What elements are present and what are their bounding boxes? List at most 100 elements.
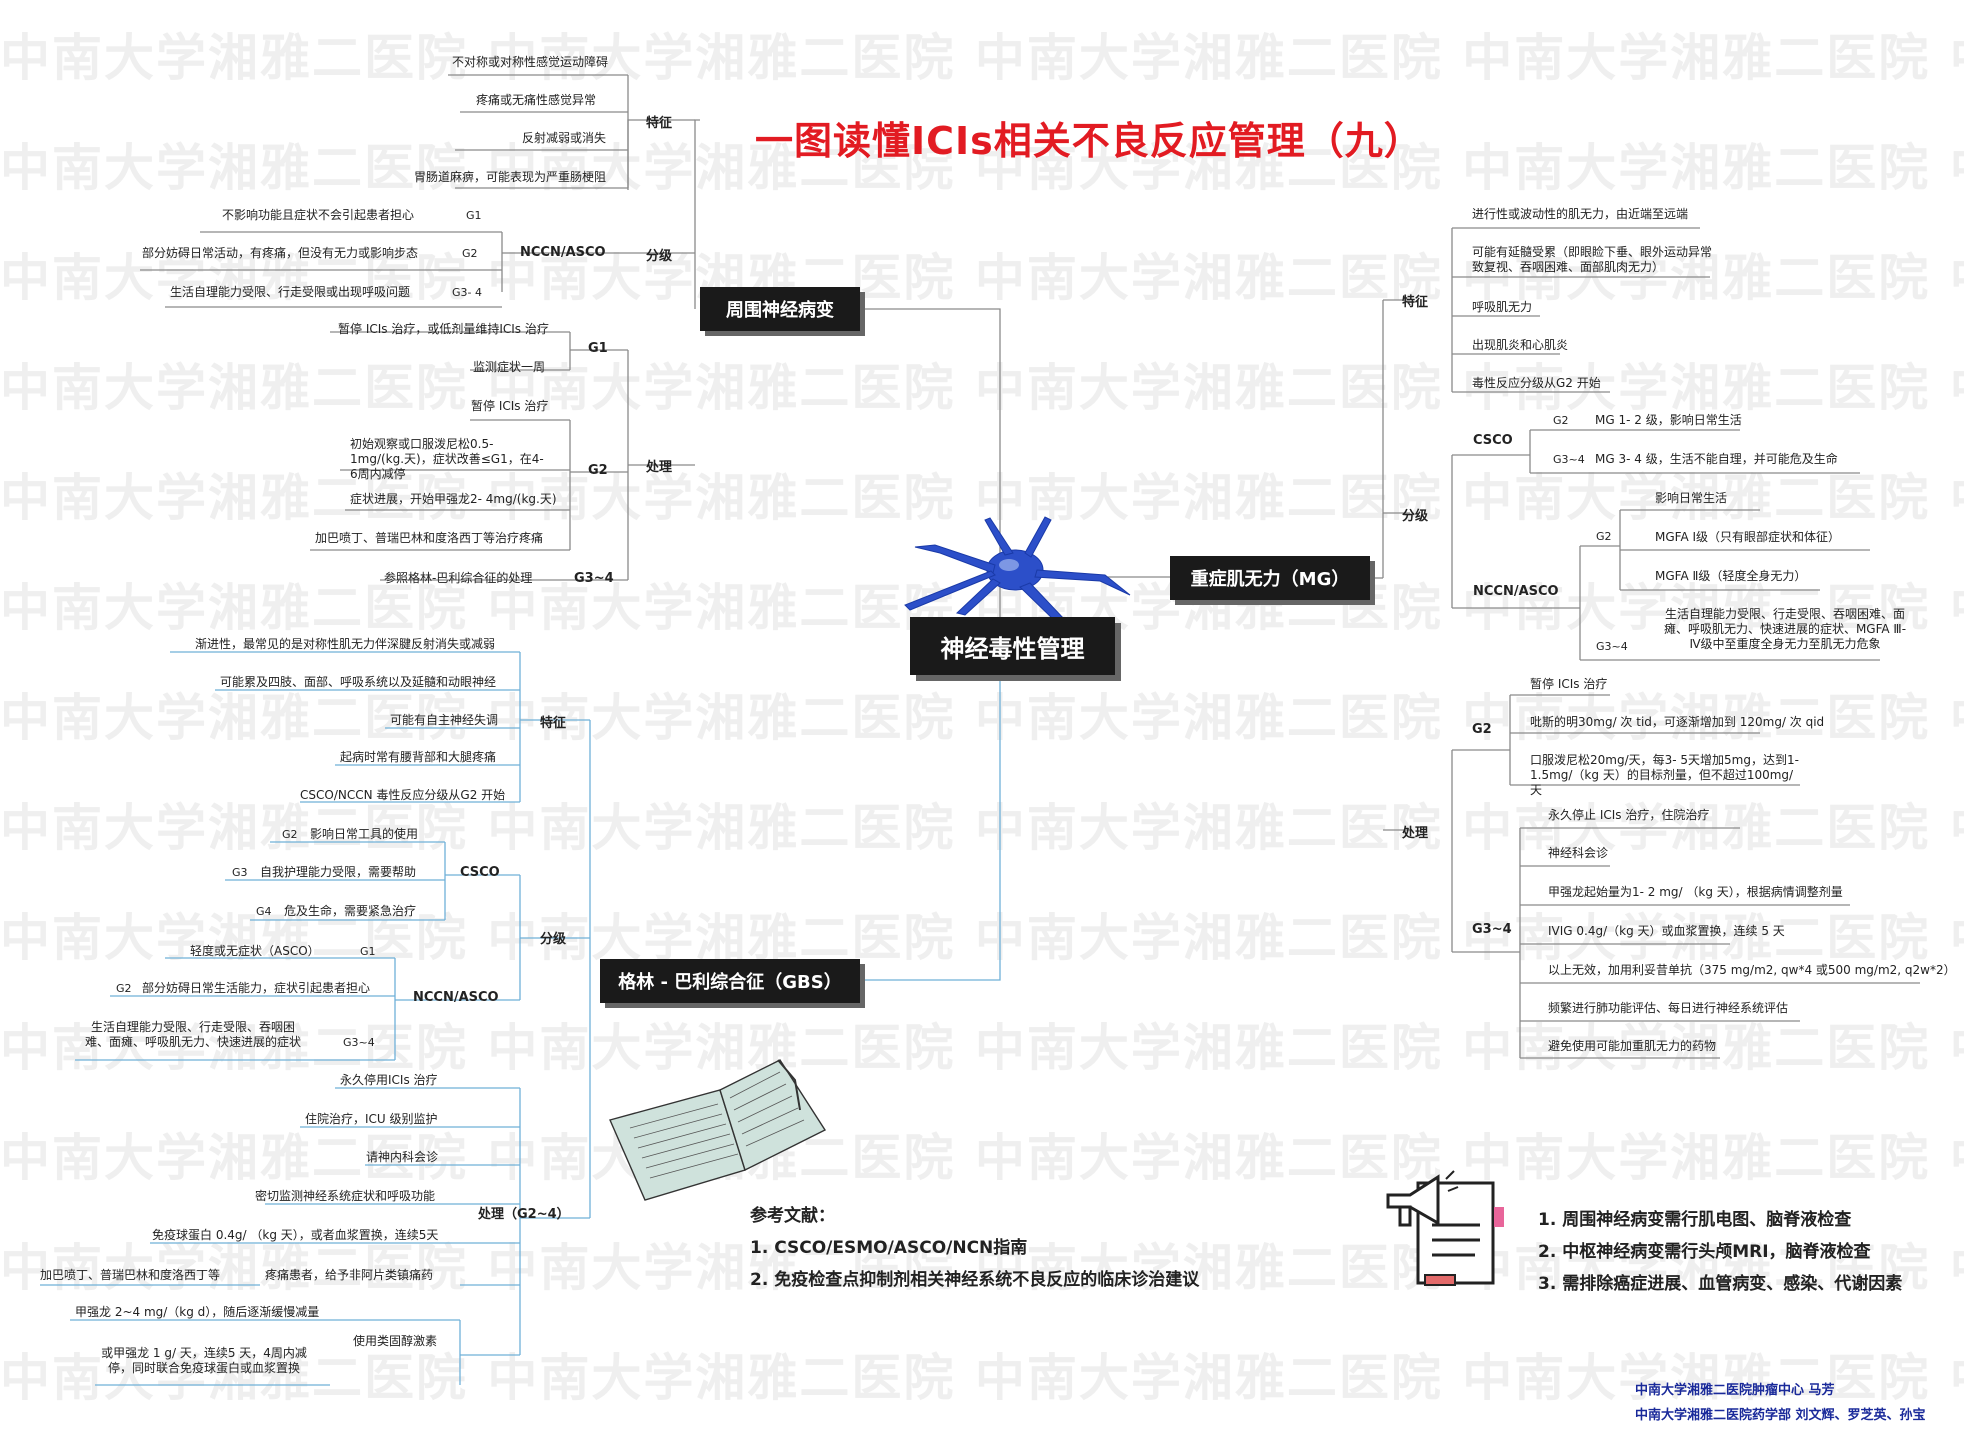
references-heading: 参考文献： xyxy=(750,1206,835,1226)
gbs-steroid-item: 甲强龙 2~4 mg/（kg d），随后逐渐缓慢减量 xyxy=(75,1305,320,1319)
gbs-nccn-tag: NCCN/ASCO xyxy=(413,990,499,1005)
pn-grade-label: G1 xyxy=(466,209,482,222)
pn-treat-item: 暂停 ICIs 治疗，或低剂量维持ICIs 治疗 xyxy=(338,322,549,336)
gbs-csco-text: 影响日常工具的使用 xyxy=(310,827,419,841)
mg-node[interactable]: 重症肌无力（MG） xyxy=(1170,556,1370,600)
gbs-nccn-text: 部分妨碍日常生活能力，症状引起患者担心 xyxy=(142,981,371,995)
pn-treat-item: 症状进展，开始甲强龙2- 4mg/(kg.天) xyxy=(350,492,557,506)
gbs-treat-item: 请神内科会诊 xyxy=(366,1150,439,1164)
mg-nccn-g2: G2 xyxy=(1596,530,1612,543)
mg-treat-item: 避免使用可能加重肌无力的药物 xyxy=(1548,1039,1717,1053)
watermark-row: 中南大学湘雅二医院 中南大学湘雅二医院 中南大学湘雅二医院 中南大学湘雅二医院 … xyxy=(0,909,1964,967)
watermark-row: 中南大学湘雅二医院 中南大学湘雅二医院 中南大学湘雅二医院 中南大学湘雅二医院 … xyxy=(0,29,1964,87)
pn-treat-tag: 处理 xyxy=(646,460,673,475)
gbs-treat-item: 免疫球蛋白 0.4g/ （kg 天），或者血浆置换，连续5天 xyxy=(152,1228,439,1242)
gbs-csco-grade: G2 xyxy=(282,828,298,841)
reference-item: 2. 免疫检查点抑制剂相关神经系统不良反应的临床诊治建议 xyxy=(750,1270,1200,1290)
gbs-grading-tag: 分级 xyxy=(540,932,567,947)
mg-treat-item: 永久停止 ICIs 治疗，住院治疗 xyxy=(1548,808,1710,822)
mg-nccn-item: 影响日常生活 xyxy=(1655,491,1728,505)
gbs-treat-tag: 处理（G2~4） xyxy=(478,1207,570,1222)
mg-feature-item: 呼吸肌无力 xyxy=(1472,300,1533,314)
mg-grading-tag: 分级 xyxy=(1402,509,1429,524)
gbs-nccn-text: 生活自理能力受限、行走受限、吞咽困难、面瘫、呼吸肌无力、快速进展的症状 xyxy=(84,1020,301,1049)
gbs-pain-item: 加巴喷丁、普瑞巴林和度洛西丁等 xyxy=(40,1268,221,1282)
notes-list: 1. 周围神经病变需行肌电图、脑脊液检查 2. 中枢神经病变需行头颅MRI，脑脊… xyxy=(1538,1204,1902,1300)
center-node[interactable]: 神经毒性管理 xyxy=(910,617,1115,675)
watermark-row: 中南大学湘雅二医院 中南大学湘雅二医院 中南大学湘雅二医院 中南大学湘雅二医院 … xyxy=(0,1019,1964,1077)
pn-grade-text: 不影响功能且症状不会引起患者担心 xyxy=(222,208,415,222)
mg-treat-item: 神经科会诊 xyxy=(1548,846,1609,860)
gbs-feature-item: 起病时常有腰背部和大腿疼痛 xyxy=(340,750,497,764)
pn-grade-text: 部分妨碍日常活动，有疼痛，但没有无力或影响步态 xyxy=(142,246,419,260)
watermark-row: 中南大学湘雅二医院 中南大学湘雅二医院 中南大学湘雅二医院 中南大学湘雅二医院 … xyxy=(0,139,1964,197)
mg-csco-grade: G3~4 xyxy=(1553,453,1585,466)
pn-feature-item: 不对称或对称性感觉运动障碍 xyxy=(451,55,608,69)
mg-csco-tag: CSCO xyxy=(1473,433,1513,448)
watermark-row: 中南大学湘雅二医院 中南大学湘雅二医院 中南大学湘雅二医院 中南大学湘雅二医院 … xyxy=(0,689,1964,747)
reference-item: 1. CSCO/ESMO/ASCO/NCN指南 xyxy=(750,1238,1028,1258)
watermark-row: 中南大学湘雅二医院 中南大学湘雅二医院 中南大学湘雅二医院 中南大学湘雅二医院 … xyxy=(0,249,1964,307)
mg-treat-tag: 处理 xyxy=(1402,826,1429,841)
mg-treat-item: 吡斯的明30mg/ 次 tid，可逐渐增加到 120mg/ 次 qid xyxy=(1530,715,1825,729)
mg-feature-item: 毒性反应分级从G2 开始 xyxy=(1472,376,1601,390)
watermark-row: 中南大学湘雅二医院 中南大学湘雅二医院 中南大学湘雅二医院 中南大学湘雅二医院 … xyxy=(0,1349,1964,1407)
mg-nccn-item: MGFA Ⅱ级（轻度全身无力） xyxy=(1655,569,1807,583)
gbs-treat-item: 永久停用ICIs 治疗 xyxy=(340,1073,438,1087)
pn-grade-text: 生活自理能力受限、行走受限或出现呼吸问题 xyxy=(170,285,411,299)
gbs-nccn-grade: G3~4 xyxy=(343,1036,375,1049)
pn-feature-item: 疼痛或无痛性感觉异常 xyxy=(475,93,596,107)
note-item: 2. 中枢神经病变需行头颅MRI，脑脊液检查 xyxy=(1538,1242,1871,1262)
gbs-node[interactable]: 格林 - 巴利综合征（GBS） xyxy=(600,959,860,1003)
mg-treat-item: 口服泼尼松20mg/天，每3- 5天增加5mg，达到1-1.5mg/（kg 天）… xyxy=(1530,753,1799,797)
watermark-row: 中南大学湘雅二医院 中南大学湘雅二医院 中南大学湘雅二医院 中南大学湘雅二医院 … xyxy=(0,1239,1964,1297)
references: 参考文献： 1. CSCO/ESMO/ASCO/NCN指南 2. 免疫检查点抑制… xyxy=(750,1200,1199,1296)
mg-feature-tag: 特征 xyxy=(1402,295,1429,310)
pn-grade-label: G3- 4 xyxy=(452,286,482,299)
pn-grading-tag: 分级 xyxy=(646,249,673,264)
gbs-nccn-text: 轻度或无症状（ASCO） xyxy=(190,944,320,958)
mg-feature-item: 可能有延髓受累（即眼睑下垂、眼外运动异常致复视、吞咽困难、面部肌肉无力） xyxy=(1472,245,1713,274)
watermark-row: 中南大学湘雅二医院 中南大学湘雅二医院 中南大学湘雅二医院 中南大学湘雅二医院 … xyxy=(0,1129,1964,1187)
gbs-csco-tag: CSCO xyxy=(460,865,500,880)
pn-feature-tag: 特征 xyxy=(646,116,673,131)
pn-treat-item: 参照格林-巴利综合征的处理 xyxy=(384,571,533,585)
pn-treat-item: 初始观察或口服泼尼松0.5- 1mg/(kg.天)，症状改善≤G1，在4-6周内… xyxy=(350,437,544,481)
gbs-nccn-grade: G1 xyxy=(360,945,376,958)
megaphone-icon xyxy=(1386,1170,1504,1286)
gbs-feature-item: 可能有自主神经失调 xyxy=(390,713,499,727)
pn-treat-item: 加巴喷丁、普瑞巴林和度洛西丁等治疗疼痛 xyxy=(315,531,544,545)
pn-treat-item: 暂停 ICIs 治疗 xyxy=(471,399,549,413)
mg-treat-item: IVIG 0.4g/（kg 天）或血浆置换，连续 5 天 xyxy=(1548,924,1785,938)
pn-treat-g2: G2 xyxy=(588,463,608,478)
pn-treat-g1: G1 xyxy=(588,341,608,356)
page-title: 一图读懂ICIs相关不良反应管理（九） xyxy=(755,119,1423,163)
pn-grading-sub: NCCN/ASCO xyxy=(520,245,606,260)
pn-feature-item: 反射减弱或消失 xyxy=(521,131,606,145)
gbs-feature-tag: 特征 xyxy=(540,716,567,731)
pn-grade-label: G2 xyxy=(462,247,478,260)
mg-nccn-item: 生活自理能力受限、行走受限、吞咽困难、面瘫、呼吸肌无力、快速进展的症状、MGFA… xyxy=(1663,607,1907,651)
mg-csco-grade: G2 xyxy=(1553,414,1569,427)
note-item: 3. 需排除癌症进展、血管病变、感染、代谢因素 xyxy=(1538,1274,1903,1294)
mg-csco-text: MG 3- 4 级，生活不能自理，并可能危及生命 xyxy=(1595,452,1838,466)
gbs-steroid-item: 或甲强龙 1 g/ 天，连续5 天，4周内减停，同时联合免疫球蛋白或血浆置换 xyxy=(101,1346,307,1375)
gbs-nccn-grade: G2 xyxy=(116,982,132,995)
gbs-csco-grade: G3 xyxy=(232,866,248,879)
watermark-row: 中南大学湘雅二医院 中南大学湘雅二医院 中南大学湘雅二医院 中南大学湘雅二医院 … xyxy=(0,359,1964,417)
credit-line: 中南大学湘雅二医院肿瘤中心 马芳 xyxy=(1635,1383,1835,1398)
pn-treat-g34: G3~4 xyxy=(574,571,614,586)
gbs-pain-tag: 疼痛患者，给予非阿片类镇痛药 xyxy=(265,1268,434,1282)
neuron-icon xyxy=(904,516,1131,622)
gbs-treat-item: 住院治疗，ICU 级别监护 xyxy=(305,1112,438,1126)
credit-line: 中南大学湘雅二医院药学部 刘文辉、罗芝英、孙宝 xyxy=(1635,1408,1926,1423)
gbs-feature-item: 渐进性，最常见的是对称性肌无力伴深腱反射消失或减弱 xyxy=(195,637,496,651)
gbs-feature-item: 可能累及四肢、面部、呼吸系统以及延髓和动眼神经 xyxy=(220,675,497,689)
pn-node[interactable]: 周围神经病变 xyxy=(700,287,860,331)
gbs-csco-text: 危及生命，需要紧急治疗 xyxy=(284,904,417,918)
mg-feature-item: 进行性或波动性的肌无力，由近端至远端 xyxy=(1472,207,1689,221)
gbs-steroid-tag: 使用类固醇激素 xyxy=(353,1334,438,1348)
mg-nccn-tag: NCCN/ASCO xyxy=(1473,584,1559,599)
